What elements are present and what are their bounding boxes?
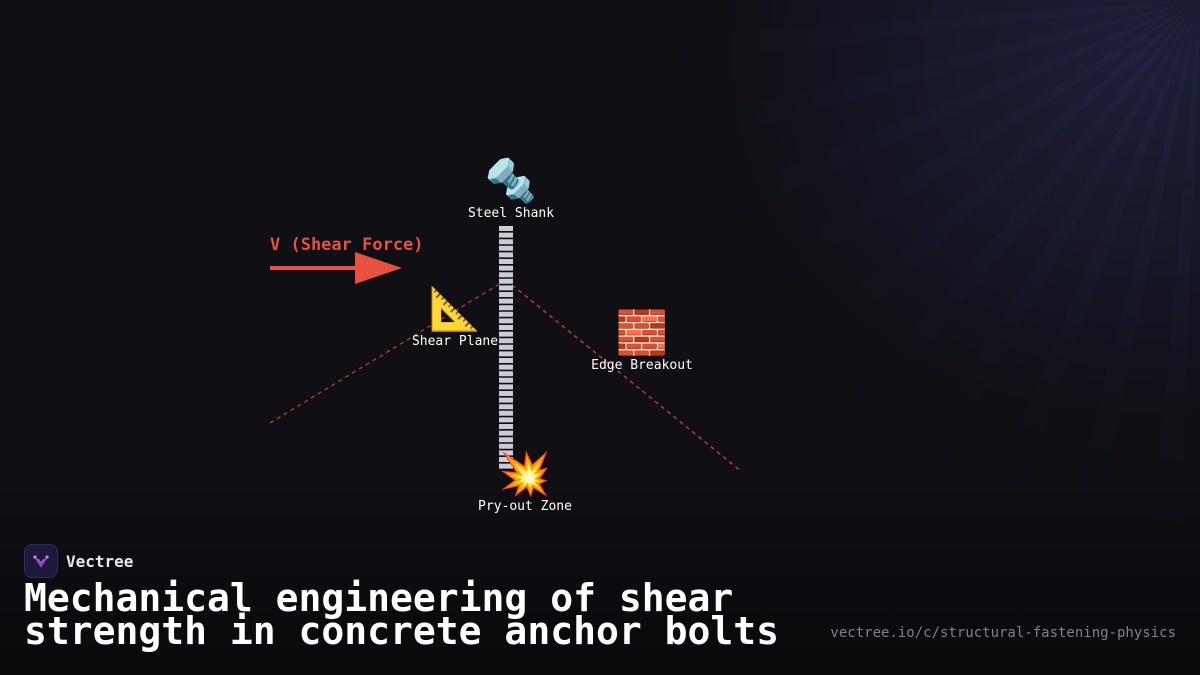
brand-name: Vectree [66, 551, 134, 571]
pryout-zone-label: Pry-out Zone [478, 499, 572, 514]
force-arrow-head [355, 252, 402, 284]
nut-and-bolt-icon: 🔩 [484, 156, 538, 205]
shear-force-label: V (Shear Force) [270, 235, 424, 255]
brand[interactable]: Vectree [24, 544, 133, 578]
page-title: Mechanical engineering of shear strength… [24, 576, 779, 653]
node-pryout-zone: 💥 Pry-out Zone [478, 449, 572, 515]
brick-icon: 🧱 [615, 308, 669, 357]
node-steel-shank: 🔩 Steel Shank [467, 156, 555, 222]
vectree-logo-icon [24, 544, 58, 578]
breakout-line-left [269, 279, 507, 424]
background-light-beams [640, 0, 1200, 560]
source-url[interactable]: vectree.io/c/structural-fastening-physic… [830, 625, 1176, 641]
node-shear-plane: 📐 Shear Plane [411, 284, 499, 350]
collision-icon: 💥 [498, 449, 552, 498]
node-edge-breakout: 🧱 Edge Breakout [591, 308, 693, 374]
steel-shank-label: Steel Shank [467, 206, 555, 221]
triangular-ruler-icon: 📐 [428, 284, 482, 333]
shear-plane-label: Shear Plane [411, 334, 499, 349]
edge-breakout-label: Edge Breakout [591, 358, 693, 373]
breakout-line-right [505, 279, 743, 473]
